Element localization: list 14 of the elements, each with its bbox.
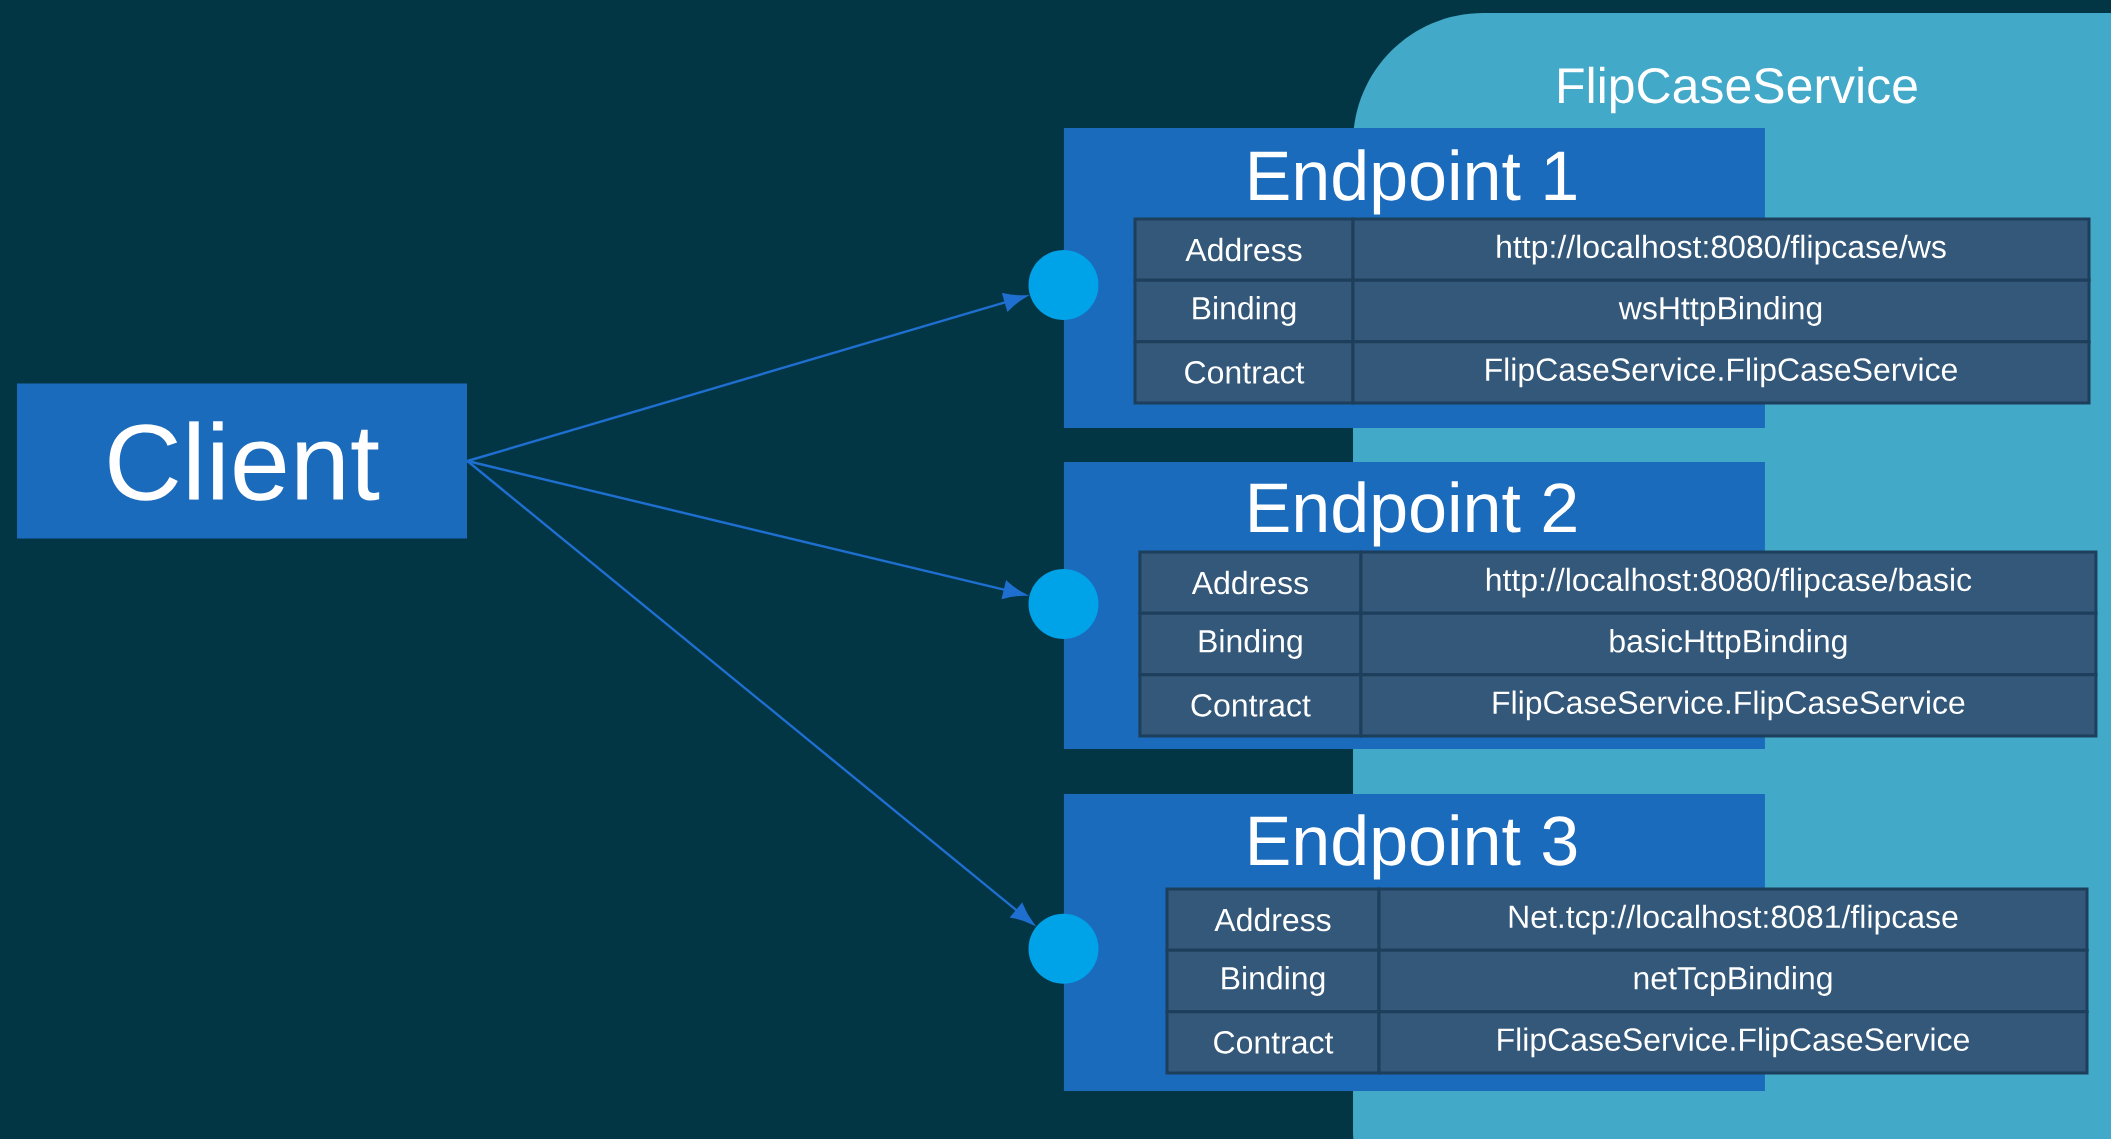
endpoint-dot — [1028, 250, 1099, 320]
table-cell: Binding — [1165, 948, 1381, 1014]
endpoint-dot — [1028, 569, 1099, 639]
arrow — [467, 293, 1027, 463]
table-cell: Contract — [1165, 1010, 1381, 1075]
table-cell: Address — [1165, 887, 1381, 952]
table-cell: Address — [1133, 217, 1355, 282]
table-cell: Binding — [1138, 611, 1363, 677]
table-cell: Contract — [1133, 340, 1355, 405]
client-box: Client — [17, 383, 467, 539]
table-cell: Contract — [1138, 673, 1363, 738]
endpoint-dot — [1028, 913, 1099, 984]
table-cell: Binding — [1133, 278, 1355, 344]
table-cell: Address — [1138, 550, 1363, 615]
